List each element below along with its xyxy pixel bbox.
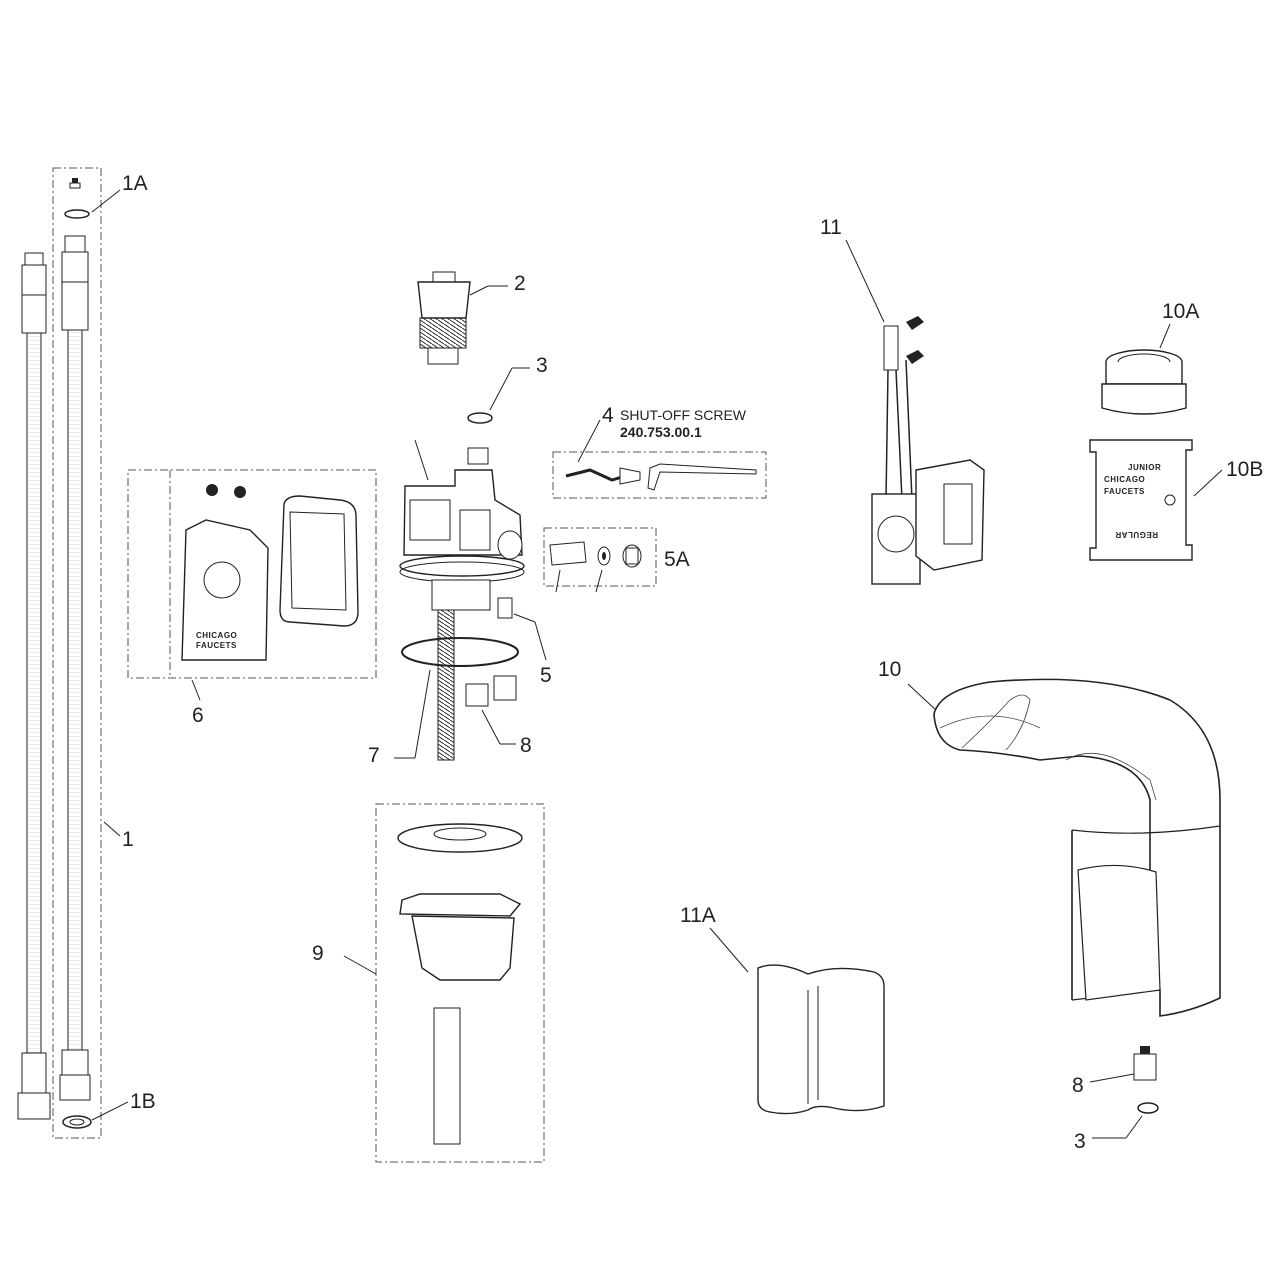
supply-hose-group: 1A 1 1B bbox=[17, 167, 156, 1139]
callout-10: 10 bbox=[878, 658, 901, 681]
plate-regular: REGULAR bbox=[1115, 530, 1158, 539]
part-10b-key: JUNIOR REGULAR CHICAGO FAUCETS 10B bbox=[1089, 439, 1263, 561]
part-10-spout: 10 bbox=[878, 658, 1221, 1017]
part-5a-group: 5A bbox=[543, 527, 690, 593]
callout-5: 5 bbox=[540, 664, 552, 687]
plate-brand-line1: CHICAGO bbox=[1104, 475, 1145, 484]
callout-5a: 5A bbox=[664, 548, 690, 571]
plate-junior: JUNIOR bbox=[1128, 463, 1161, 472]
callout-11: 11 bbox=[820, 216, 842, 239]
cover-brand-line1: CHICAGO bbox=[196, 631, 237, 640]
part-9-mounting-kit: 9 bbox=[312, 803, 545, 1163]
supply-hose-right bbox=[59, 235, 91, 1101]
callout-8-right: 8 bbox=[1072, 1074, 1084, 1097]
washer-1b-inner bbox=[69, 1118, 85, 1126]
part-8-3-lower: 8 3 bbox=[1072, 1046, 1159, 1153]
callout-10b: 10B bbox=[1226, 458, 1263, 481]
callout-9: 9 bbox=[312, 942, 324, 965]
part-10a-aerator: 10A bbox=[1101, 300, 1199, 415]
leader-1a bbox=[91, 189, 121, 213]
part-2-valve: 2 bbox=[417, 271, 526, 365]
plate-brand-line2: FAUCETS bbox=[1104, 487, 1145, 496]
callout-7: 7 bbox=[368, 744, 380, 767]
part-11-sensor: 11 bbox=[820, 216, 985, 585]
washer-1b bbox=[62, 1115, 92, 1129]
callout-6: 6 bbox=[192, 704, 204, 727]
callout-2: 2 bbox=[514, 272, 526, 295]
screw-1a bbox=[69, 178, 81, 189]
callout-4: 4 bbox=[602, 404, 614, 427]
callout-1a: 1A bbox=[122, 172, 148, 195]
callout-10a: 10A bbox=[1162, 300, 1199, 323]
part-6-cover: CHICAGO FAUCETS 6 bbox=[127, 469, 377, 727]
callout-1: 1 bbox=[122, 828, 134, 851]
hose-kit-dashed-box bbox=[52, 167, 102, 1139]
leader-1 bbox=[103, 821, 121, 837]
washer-1a bbox=[64, 209, 90, 219]
callout-8-center: 8 bbox=[520, 734, 532, 757]
part-4-shutoff-screw: 4 SHUT-OFF SCREW 240.753.00.1 bbox=[552, 404, 767, 499]
callout-11a: 11A bbox=[680, 904, 716, 927]
control-body-assembly: 5 7 bbox=[368, 439, 552, 767]
shutoff-part-number: 240.753.00.1 bbox=[620, 424, 702, 440]
part-3-oring: 3 bbox=[467, 354, 548, 424]
callout-3-top: 3 bbox=[536, 354, 548, 377]
part-11a-cover: 11A bbox=[680, 904, 885, 1115]
supply-hose-left bbox=[17, 252, 51, 1120]
shutoff-title: SHUT-OFF SCREW bbox=[620, 407, 747, 423]
callout-3-right: 3 bbox=[1074, 1130, 1086, 1153]
cover-brand-line2: FAUCETS bbox=[196, 641, 237, 650]
part-8-filters: 8 bbox=[465, 675, 532, 757]
leader-1b bbox=[91, 1101, 129, 1121]
callout-1b: 1B bbox=[130, 1090, 156, 1113]
